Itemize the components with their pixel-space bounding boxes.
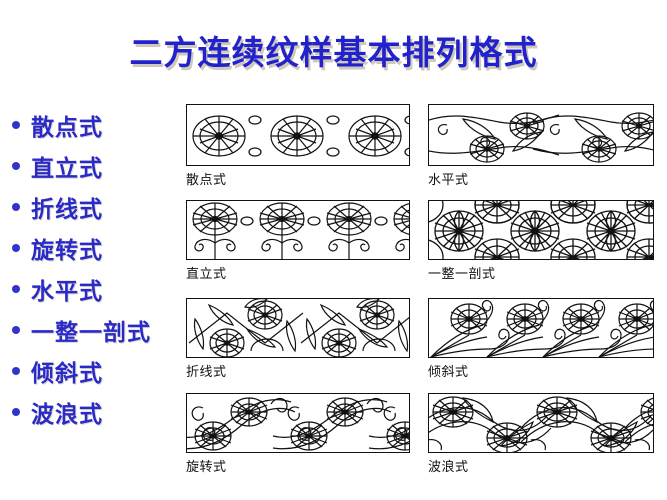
- bullet-icon: [12, 407, 20, 416]
- bullet-icon: [12, 325, 20, 334]
- list-item[interactable]: 一整一剖式: [12, 309, 202, 350]
- list-item[interactable]: 波浪式: [12, 391, 202, 432]
- bullet-icon: [12, 161, 20, 170]
- list-item-label: 散点式: [31, 114, 103, 141]
- pattern-caption: 散点式: [186, 173, 227, 188]
- list-item[interactable]: 直立式: [12, 145, 202, 186]
- list-item-label: 水平式: [31, 278, 103, 305]
- pattern-image-whole-half: [428, 200, 654, 260]
- wave-scroll-border-icon: [429, 396, 653, 452]
- pattern-caption: 旋转式: [186, 460, 227, 475]
- upright-flower-border-icon: [192, 202, 409, 259]
- bullet-icon: [12, 366, 20, 375]
- pattern-image-slanted: [428, 298, 654, 358]
- bullet-icon: [12, 202, 20, 211]
- scattered-dots-border-icon: [192, 115, 409, 157]
- pattern-caption: 倾斜式: [428, 365, 469, 380]
- pattern-panel-rotating: 旋转式: [186, 393, 410, 475]
- bullet-icon: [12, 243, 20, 252]
- pattern-type-list: 散点式 直立式 折线式 旋转式 水平式 一整一剖式 倾斜式 波浪式: [12, 104, 202, 432]
- pattern-caption: 折线式: [186, 365, 227, 380]
- list-item-label: 波浪式: [31, 401, 103, 428]
- bullet-icon: [12, 284, 20, 293]
- pattern-panel-zigzag: 折线式: [186, 298, 410, 380]
- pattern-panel-upright: 直立式: [186, 200, 410, 282]
- list-item[interactable]: 倾斜式: [12, 350, 202, 391]
- pattern-panel-scattered: 散点式: [186, 104, 410, 188]
- pattern-panel-wave: 波浪式: [428, 393, 654, 475]
- list-item[interactable]: 折线式: [12, 186, 202, 227]
- list-item[interactable]: 水平式: [12, 268, 202, 309]
- pattern-caption: 直立式: [186, 267, 227, 282]
- list-item-label: 一整一剖式: [31, 319, 151, 346]
- whole-half-flower-border-icon: [429, 201, 653, 259]
- pattern-panel-slanted: 倾斜式: [428, 298, 654, 380]
- list-item-label: 旋转式: [31, 237, 103, 264]
- pattern-image-scattered: [186, 104, 410, 166]
- page-title: 二方连续纹样基本排列格式: [129, 33, 538, 72]
- pattern-panel-whole-half: 一整一剖式: [428, 200, 654, 282]
- list-item[interactable]: 旋转式: [12, 227, 202, 268]
- pattern-caption: 波浪式: [428, 460, 469, 475]
- list-item[interactable]: 散点式: [12, 104, 202, 145]
- pattern-image-zigzag: [186, 298, 410, 358]
- pattern-image-upright: [186, 200, 410, 260]
- horizontal-vine-border-icon: [429, 112, 653, 163]
- pattern-caption: 水平式: [428, 173, 469, 188]
- list-item-label: 折线式: [31, 196, 103, 223]
- pattern-image-wave: [428, 393, 654, 453]
- pattern-panel-horizontal: 水平式: [428, 104, 654, 188]
- slanted-flower-border-icon: [430, 299, 653, 357]
- pattern-image-horizontal: [428, 104, 654, 166]
- rotating-scroll-border-icon: [187, 397, 409, 451]
- pattern-caption: 一整一剖式: [428, 267, 496, 282]
- bullet-icon: [12, 120, 20, 129]
- list-item-label: 直立式: [31, 155, 103, 182]
- list-item-label: 倾斜式: [31, 360, 103, 387]
- pattern-image-rotating: [186, 393, 410, 453]
- zigzag-leaf-border-icon: [188, 299, 409, 357]
